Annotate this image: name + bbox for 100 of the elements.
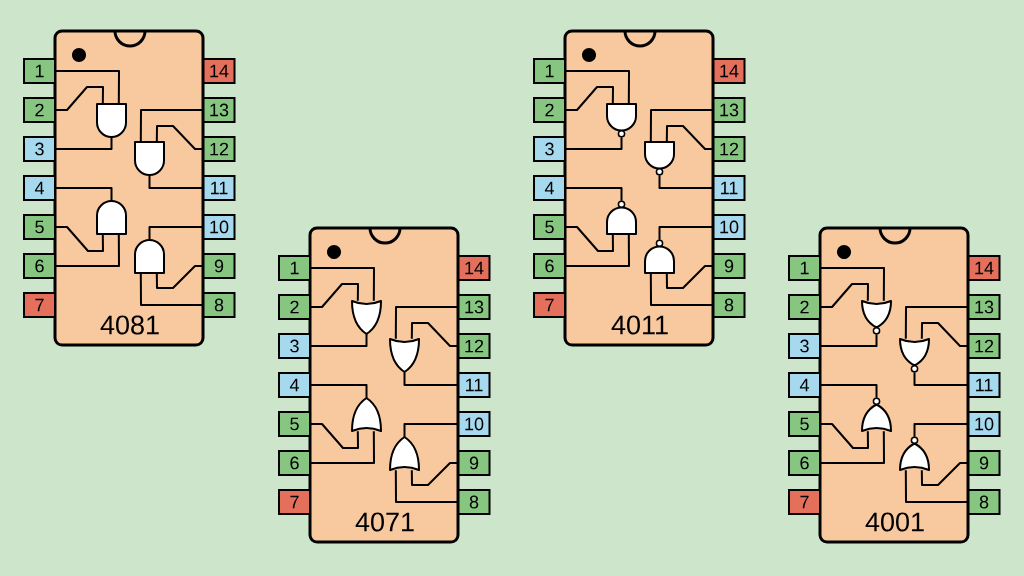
- pin: 4: [788, 372, 821, 398]
- pin: 6: [278, 450, 311, 476]
- wire: [820, 267, 885, 302]
- pin: 1: [278, 255, 311, 281]
- pin: 4: [533, 175, 566, 201]
- pin: 7: [23, 292, 56, 318]
- pin: 9: [202, 253, 236, 279]
- nor-gate: [899, 338, 930, 373]
- pin: 1: [788, 255, 821, 281]
- pin: 9: [967, 450, 1001, 476]
- pin: 8: [457, 489, 491, 515]
- pin: 7: [533, 292, 566, 318]
- wire: [310, 283, 359, 308]
- pin: 13: [202, 97, 236, 123]
- pin: 3: [533, 136, 566, 162]
- wire: [155, 265, 204, 289]
- pin: 1: [533, 58, 566, 84]
- pin: 6: [788, 450, 821, 476]
- pin: 5: [278, 411, 311, 437]
- pin: 9: [712, 253, 746, 279]
- pin: 3: [278, 333, 311, 359]
- pin: 7: [788, 489, 821, 515]
- wire: [139, 272, 204, 306]
- pin: 2: [533, 97, 566, 123]
- or-gate: [351, 300, 382, 335]
- wire: [904, 469, 969, 503]
- pin: 7: [278, 489, 311, 515]
- nand-gate: [644, 141, 675, 176]
- pin: 14: [202, 58, 236, 84]
- pin: 1: [23, 58, 56, 84]
- pin: 10: [457, 411, 491, 437]
- wire: [55, 86, 104, 111]
- wire: [820, 423, 869, 449]
- wire: [820, 430, 885, 464]
- wire: [55, 233, 120, 267]
- wire: [913, 371, 969, 386]
- wire: [820, 384, 878, 399]
- wire: [403, 423, 459, 438]
- wire: [820, 283, 869, 308]
- wire: [410, 462, 459, 486]
- nand-gate: [606, 103, 637, 138]
- wire: [904, 306, 969, 340]
- pin: 9: [457, 450, 491, 476]
- wire: [55, 136, 113, 150]
- wire: [820, 333, 878, 347]
- pin: 6: [533, 253, 566, 279]
- pin: 13: [712, 97, 746, 123]
- nor-gate: [861, 300, 892, 335]
- nor-gate: [861, 397, 892, 432]
- nand-gate: [644, 239, 675, 274]
- pin: 5: [533, 214, 566, 240]
- or-gate: [351, 397, 382, 432]
- pin: 12: [967, 333, 1001, 359]
- pin: 14: [967, 255, 1001, 281]
- wire: [649, 272, 714, 306]
- pin: 4: [278, 372, 311, 398]
- wire: [920, 462, 969, 486]
- and-gate: [96, 200, 127, 235]
- wire: [565, 70, 630, 105]
- ic-chip: 4001: [818, 226, 970, 544]
- wire: [665, 125, 714, 150]
- pin: 5: [788, 411, 821, 437]
- wire: [403, 371, 459, 386]
- pin: 10: [967, 411, 1001, 437]
- pin: 8: [712, 292, 746, 318]
- wire: [658, 226, 714, 241]
- pin: 8: [202, 292, 236, 318]
- pin: 10: [202, 214, 236, 240]
- nand-gate: [606, 200, 637, 235]
- pin: 13: [457, 294, 491, 320]
- wire: [155, 125, 204, 150]
- wire: [565, 226, 614, 252]
- pin: 10: [712, 214, 746, 240]
- pin: 11: [712, 175, 746, 201]
- pin: 8: [967, 489, 1001, 515]
- wire: [565, 187, 623, 202]
- pin: 14: [457, 255, 491, 281]
- wire: [55, 70, 120, 105]
- wire: [310, 430, 375, 464]
- pin: 11: [202, 175, 236, 201]
- or-gate: [389, 436, 420, 471]
- pin: 11: [457, 372, 491, 398]
- wire: [649, 109, 714, 143]
- pin: 3: [23, 136, 56, 162]
- pin: 2: [788, 294, 821, 320]
- wire: [55, 187, 113, 202]
- pin: 13: [967, 294, 1001, 320]
- wire: [148, 174, 204, 189]
- pin: 12: [712, 136, 746, 162]
- pin: 6: [23, 253, 56, 279]
- wire: [310, 333, 368, 347]
- and-gate: [134, 239, 165, 274]
- wire: [665, 265, 714, 289]
- wire: [565, 233, 630, 267]
- wire: [310, 267, 375, 302]
- pin: 3: [788, 333, 821, 359]
- pin: 4: [23, 175, 56, 201]
- wire: [394, 469, 459, 503]
- wire: [565, 86, 614, 111]
- and-gate: [134, 141, 165, 176]
